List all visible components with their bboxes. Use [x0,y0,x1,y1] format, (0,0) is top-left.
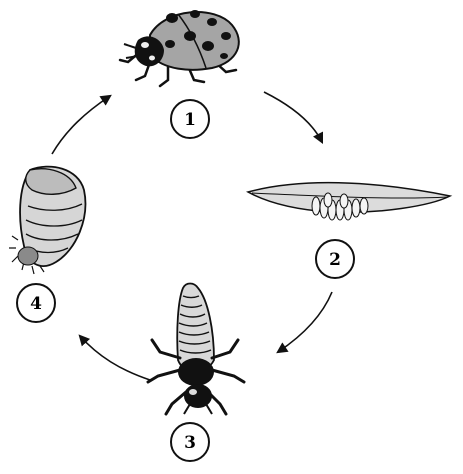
arrow-stage-1-to-2 [264,92,322,142]
stage-number-2: 2 [329,250,341,270]
stage-badge-1: 1 [171,100,209,138]
stage-badge-2: 2 [316,240,354,278]
pupa-illustration [9,167,85,274]
adult-ladybug-illustration [120,10,239,86]
arrow-stage-4-to-1 [52,96,110,154]
stage-number-1: 1 [184,110,196,130]
arrow-stage-2-to-3 [278,292,332,352]
arrow-stage-3-to-4 [80,336,150,380]
eggs-on-leaf-illustration [248,183,450,220]
stage-badge-3: 3 [171,423,209,461]
larva-illustration [148,284,244,415]
stage-badge-4: 4 [17,284,55,322]
stage-number-3: 3 [184,433,196,453]
stage-number-4: 4 [30,294,42,314]
